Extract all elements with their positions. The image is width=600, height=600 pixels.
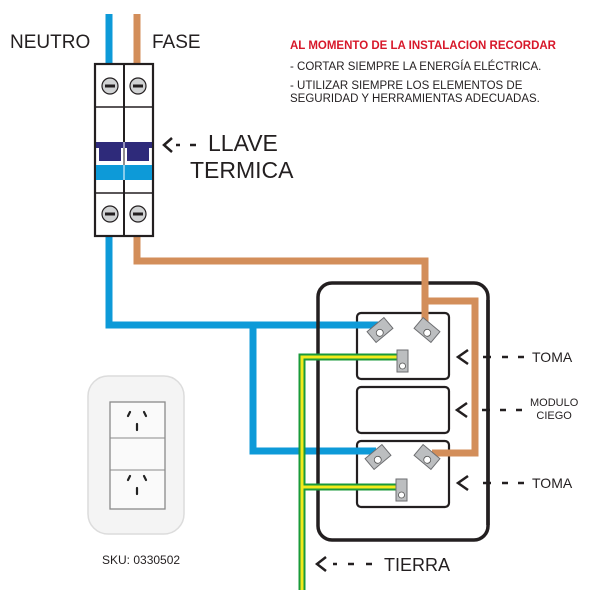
toma-label-1: TOMA (532, 349, 573, 365)
breaker-label-line2: TERMICA (190, 157, 294, 183)
notice-line-2: - UTILIZAR SIEMPRE LOS ELEMENTOS DE (290, 80, 523, 92)
modulo-ciego-line1: MODULO (530, 397, 579, 409)
circuit-breaker (93, 62, 155, 238)
neutral-wire (105, 236, 378, 329)
modulo-ciego-label: MODULO CIEGO (530, 397, 578, 423)
fase-label: FASE (152, 32, 201, 53)
pointer-llave (162, 137, 196, 153)
sku-label: SKU: 0330502 (102, 553, 181, 567)
terminal-neutral-1 (366, 316, 394, 344)
pointer-toma-1 (455, 348, 524, 366)
terminal-phase-2 (413, 443, 441, 471)
neutro-label: NEUTRO (10, 32, 91, 53)
notice-line-3: SEGURIDAD Y HERRAMIENTAS ADECUADAS. (290, 93, 540, 105)
modulo-ciego-line2: CIEGO (536, 410, 572, 422)
tierra-label: TIERRA (384, 555, 451, 575)
terminal-neutral-2 (364, 443, 392, 471)
module-ciego (355, 385, 451, 435)
phase-wire-loop-over (432, 301, 479, 457)
toma-label-2: TOMA (532, 475, 573, 491)
product-photo-outlet (87, 375, 185, 535)
terminal-ground-2 (395, 478, 408, 502)
breaker-label-line1: LLAVE (208, 130, 278, 156)
terminal-ground-1 (396, 349, 409, 373)
breaker-label: LLAVE TERMICA (190, 130, 294, 184)
terminal-phase-1 (413, 316, 441, 344)
notice-line-1: - CORTAR SIEMPRE LA ENERGÍA ELÉCTRICA. (290, 61, 542, 73)
pointer-tierra (314, 556, 372, 572)
ground-wire (298, 353, 402, 590)
notice-title: AL MOMENTO DE LA INSTALACION RECORDAR (290, 40, 556, 52)
pointer-toma-2 (455, 474, 524, 492)
